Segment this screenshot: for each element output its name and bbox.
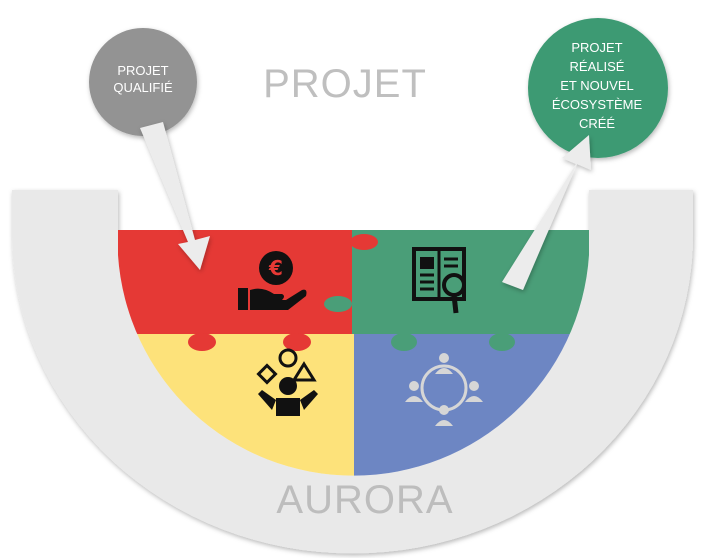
quadrant-research (352, 230, 589, 334)
end-bubble-line: ÉCOSYSTÈME (551, 97, 643, 112)
end-bubble-line: CRÉÉ (578, 116, 616, 131)
end-bubble (528, 18, 668, 158)
start-bubble (89, 28, 197, 136)
document-search-icon (412, 247, 466, 314)
diagram-title: PROJET (263, 62, 427, 106)
hand-euro-icon: € (238, 251, 307, 310)
puzzle-tab (489, 333, 515, 351)
puzzle-tab (188, 333, 216, 351)
aurora-label: AURORA (276, 478, 454, 522)
end-bubble-line: RÉALISÉ (569, 59, 625, 74)
puzzle-tab (350, 234, 378, 250)
end-bubble-label: PROJET RÉALISÉ ET NOUVEL ÉCOSYSTÈME CRÉÉ (522, 38, 672, 133)
puzzle-tab (391, 333, 417, 351)
start-bubble-label: PROJET QUALIFIÉ (88, 62, 198, 96)
person-juggling-shapes-icon (256, 348, 318, 416)
people-network-icon (405, 353, 483, 426)
svg-text:€: € (268, 256, 283, 280)
aurora-arc (12, 190, 693, 554)
entry-arrow (140, 122, 210, 270)
exit-arrow (502, 135, 591, 290)
end-bubble-line: PROJET (571, 40, 623, 55)
start-bubble-line: QUALIFIÉ (113, 80, 173, 95)
puzzle-tab (324, 296, 352, 312)
puzzle-tab (283, 333, 311, 351)
quadrant-financing (118, 230, 352, 334)
start-bubble-line: PROJET (117, 63, 169, 78)
end-bubble-line: ET NOUVEL (560, 78, 634, 93)
